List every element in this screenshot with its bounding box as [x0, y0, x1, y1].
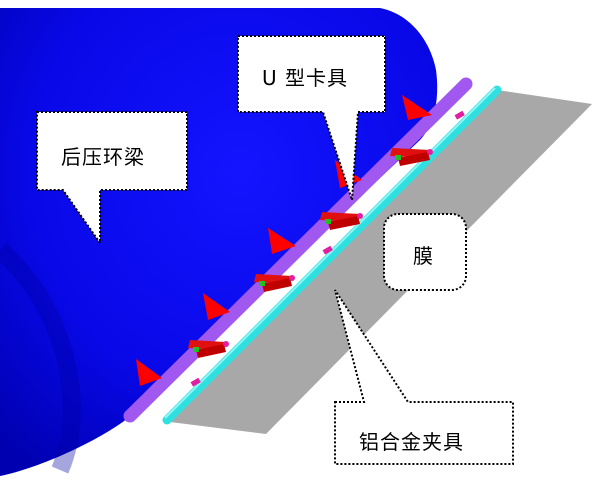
label-membrane: 膜 — [413, 244, 434, 268]
aluminum-clamp-bar — [162, 85, 502, 425]
label-ring-beam: 后压环梁 — [61, 145, 145, 169]
load-arrows — [136, 95, 432, 386]
label-u-clamp: U 型卡具 — [262, 66, 348, 90]
callout-aluminum-clamp — [334, 289, 514, 465]
callout-membrane — [383, 213, 467, 291]
callout-u-clamp — [237, 35, 386, 201]
callout-ring-beam — [36, 111, 188, 247]
ring-beam-end-shade — [0, 243, 81, 474]
membrane-sheet — [170, 90, 592, 434]
ring-beam-rod — [123, 77, 473, 423]
label-aluminum-clamp: 铝合金夹具 — [359, 430, 464, 454]
bolts — [190, 110, 465, 387]
u-clamps — [188, 148, 433, 358]
